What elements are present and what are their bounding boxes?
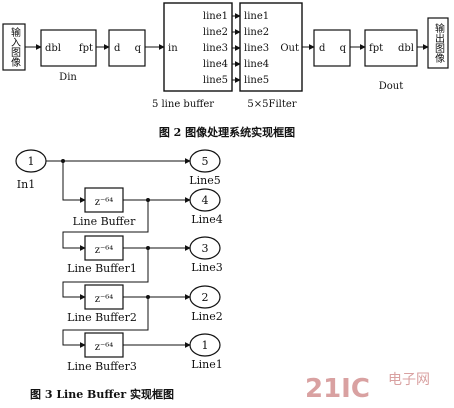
line-buffer-1-delay: z⁻⁶⁴	[95, 245, 114, 256]
line-buffer-label: 5 line buffer	[152, 99, 214, 110]
inport-label: In1	[17, 178, 35, 191]
watermark-site: 电子网	[388, 372, 430, 388]
dq1-d-port: d	[114, 43, 121, 54]
line-buffer-label: Line Buffer	[73, 215, 136, 228]
line-buffer-3-label: Line Buffer3	[67, 360, 137, 373]
filter-out-port: Out	[280, 43, 299, 54]
filter-port-line5: line5	[244, 75, 269, 86]
line-buffer-delay: z⁻⁶⁴	[95, 197, 114, 208]
dout-port-left: fpt	[369, 43, 383, 54]
filter-label: 5×5Filter	[247, 99, 296, 110]
outport-line4	[189, 188, 221, 212]
din-port-right: fpt	[79, 43, 93, 54]
dq2-q-port: q	[340, 43, 347, 54]
outport-line4-number: 4	[202, 194, 209, 207]
figure-3-caption: 图 3 Line Buffer 实现框图	[30, 387, 174, 401]
wire	[62, 200, 149, 251]
site-watermark: 21IC 电子网	[305, 372, 430, 404]
lb-port-line4: line4	[203, 59, 228, 70]
din-port-left: dbl	[45, 43, 61, 54]
outport-line3-label: Line3	[191, 261, 222, 274]
lb-port-line1: line1	[203, 11, 228, 22]
outport-line3-number: 3	[202, 242, 209, 255]
line-buffer-in-port: in	[168, 43, 178, 54]
line-buffer-3-delay: z⁻⁶⁴	[95, 342, 114, 353]
outport-line5	[189, 149, 221, 173]
dout-port-right: dbl	[398, 43, 414, 54]
five-line-buffer-block	[163, 2, 233, 92]
outport-line2-number: 2	[202, 291, 209, 304]
din-block	[40, 29, 97, 67]
output-image-box	[427, 17, 449, 69]
outport-line4-label: Line4	[191, 213, 222, 226]
lb-port-line3: line3	[203, 43, 228, 54]
input-image-label: 输入图像	[9, 26, 21, 67]
line-buffer-2-delay: z⁻⁶⁴	[95, 294, 114, 305]
outport-line3	[189, 236, 221, 260]
filter-port-line2: line2	[244, 27, 269, 38]
inport-number: 1	[28, 155, 35, 168]
filter-port-line1: line1	[244, 11, 269, 22]
line-buffer-1-label: Line Buffer1	[67, 262, 137, 275]
outport-line2	[189, 285, 221, 309]
figure-3-line-buffer-diagram: 1 In1 z⁻⁶⁴ Line Buffer z⁻⁶⁴ Line Buffer1…	[15, 149, 223, 401]
dq-register-2	[313, 29, 351, 67]
filter-port-line3: line3	[244, 43, 269, 54]
dq-register-1	[108, 29, 146, 67]
dq1-q-port: q	[135, 43, 142, 54]
din-label: Din	[59, 72, 77, 83]
wire	[62, 248, 149, 300]
outport-line5-label: Line5	[189, 174, 220, 187]
output-image-label: 输出图像	[433, 22, 445, 63]
dout-block	[364, 29, 418, 67]
filter-port-line4: line4	[244, 59, 269, 70]
outport-line1	[189, 333, 221, 357]
outport-line5-number: 5	[202, 155, 209, 168]
figure-2-caption: 图 2 图像处理系统实现框图	[159, 125, 295, 139]
lb-port-line2: line2	[203, 27, 228, 38]
outport-line1-number: 1	[202, 339, 209, 352]
watermark-logo: 21IC	[305, 374, 370, 404]
wire	[62, 297, 149, 348]
outport-line2-label: Line2	[191, 310, 222, 323]
dq2-d-port: d	[319, 43, 326, 54]
lb-port-line5: line5	[203, 75, 228, 86]
line-buffer-2-label: Line Buffer2	[67, 311, 137, 324]
dout-label: Dout	[379, 81, 404, 92]
outport-line1-label: Line1	[191, 358, 222, 371]
wire	[62, 161, 86, 203]
figure-2-system-diagram: 输入图像 dbl fpt Din d q in line1 line2 line…	[2, 2, 449, 139]
